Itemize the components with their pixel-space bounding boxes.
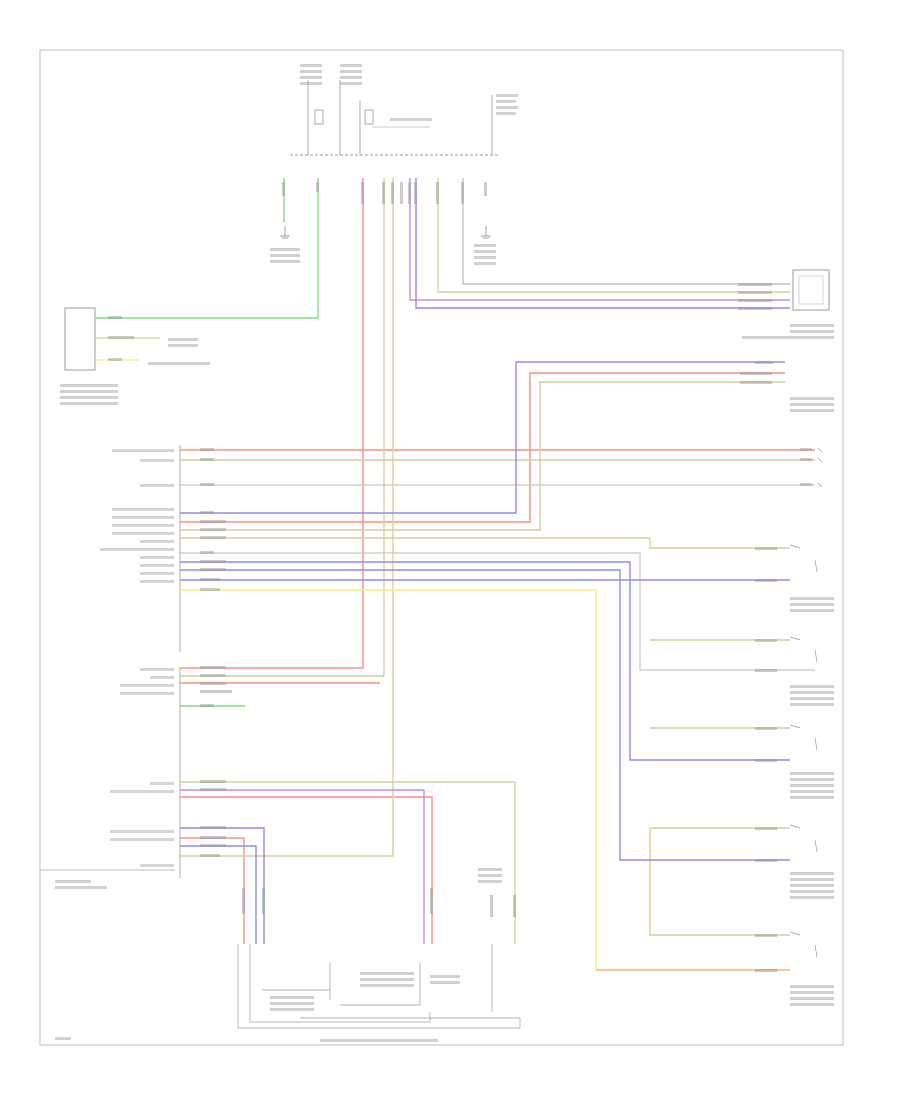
wire-tan-3: [180, 537, 790, 549]
wire-tags-vertical: [242, 182, 516, 917]
wire-tan-4: [180, 178, 385, 677]
wire-tan-7: [180, 781, 516, 944]
wire-tan-10: [649, 828, 790, 936]
wire-tan-2: [180, 381, 785, 531]
wire-gray-2: [180, 552, 815, 671]
wire-gray-3: [462, 178, 790, 285]
wire-blue-4: [180, 569, 790, 861]
label-cluster-right: [742, 324, 834, 1006]
wire-tan-6: [437, 178, 790, 293]
wire-blue-3: [180, 561, 790, 761]
wire-red-3: [180, 372, 785, 523]
wire-red-5: [180, 796, 433, 944]
wire-violet-1: [409, 178, 790, 301]
label-cluster-module-pins: [100, 449, 174, 867]
wire-gray-bottom-loop-2: [249, 944, 431, 1023]
label-cluster-bottom: [270, 868, 502, 1042]
wire-blue-2: [180, 361, 785, 514]
aux-module-box: [64, 307, 96, 371]
sensor-box-inner: [798, 275, 824, 305]
label-cluster-left: [55, 338, 210, 1040]
ground-symbol-left: [280, 226, 290, 239]
wire-tan-5: [180, 178, 394, 857]
sensor-box-top-right: [792, 269, 830, 311]
terminal-ticks-right: [789, 447, 823, 958]
wire-blue-1: [415, 178, 790, 309]
switch-assembly: [262, 962, 520, 1019]
label-cluster-top: [270, 64, 518, 265]
page-frame: [39, 49, 844, 1046]
wire-green-2: [95, 178, 319, 319]
wire-tags-right: [738, 283, 812, 972]
wire-yellow-1: [180, 589, 597, 970]
ground-symbol-right: [481, 226, 491, 239]
wire-violet-2: [180, 789, 425, 944]
wire-gray-bottom-loop: [237, 944, 521, 1029]
wire-red-6: [180, 837, 245, 944]
wire-red-1: [180, 178, 364, 669]
module-connector-strip: [179, 445, 181, 878]
wire-tags-module: [108, 316, 232, 857]
fuse-block-area: [290, 80, 500, 156]
